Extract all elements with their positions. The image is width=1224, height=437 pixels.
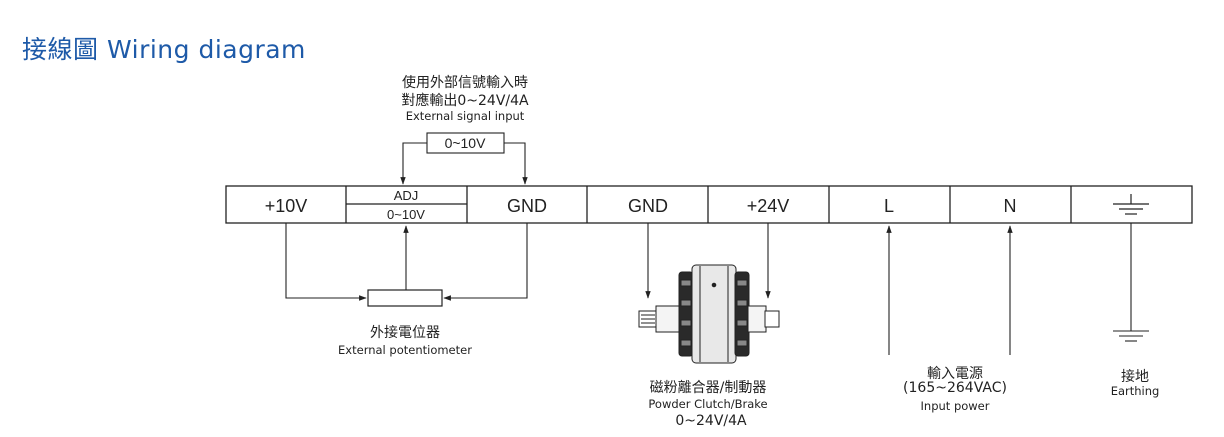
clutch-cn: 磁粉離合器/制動器 — [649, 380, 767, 396]
external-signal-cn-line1: 使用外部信號輸入時 — [402, 75, 528, 91]
terminal-plus10v: +10V — [265, 196, 308, 216]
external-signal-cn-line2: 對應輸出0~24V/4A — [401, 93, 529, 109]
potentiometer-symbol — [367, 289, 443, 307]
external-signal-box-label: 0~10V — [445, 135, 487, 151]
clutch-wiring — [645, 223, 771, 299]
clutch-en: Powder Clutch/Brake — [648, 397, 768, 411]
input-power-cn: 輸入電源 — [927, 366, 983, 382]
external-signal-en: External signal input — [405, 109, 525, 123]
input-power-en: Input power — [920, 399, 990, 413]
terminal-gnd-1: GND — [507, 196, 547, 216]
terminal-plus24v: +24V — [747, 196, 790, 216]
earthing-cn: 接地 — [1121, 369, 1149, 385]
powder-clutch-icon — [638, 264, 780, 364]
terminal-n: N — [1004, 196, 1017, 216]
input-power-wiring — [886, 225, 1013, 355]
earth-ground-icon — [1113, 194, 1149, 215]
clutch-value: 0~24V/4A — [675, 413, 747, 429]
potentiometer-en: External potentiometer — [338, 343, 472, 357]
terminal-gnd-2: GND — [628, 196, 668, 216]
potentiometer-wiring — [285, 223, 528, 301]
terminal-l: L — [884, 196, 894, 216]
terminal-0-10v: 0~10V — [387, 207, 425, 222]
input-power-range: (165~264VAC) — [903, 380, 1007, 396]
external-signal-wiring — [400, 132, 528, 185]
page-title: 接線圖 Wiring diagram — [22, 35, 306, 64]
earthing-en: Earthing — [1110, 384, 1160, 398]
earthing-wiring — [1113, 223, 1149, 342]
terminal-strip — [225, 185, 1193, 224]
potentiometer-cn: 外接電位器 — [370, 325, 440, 341]
terminal-adj: ADJ — [394, 188, 419, 203]
